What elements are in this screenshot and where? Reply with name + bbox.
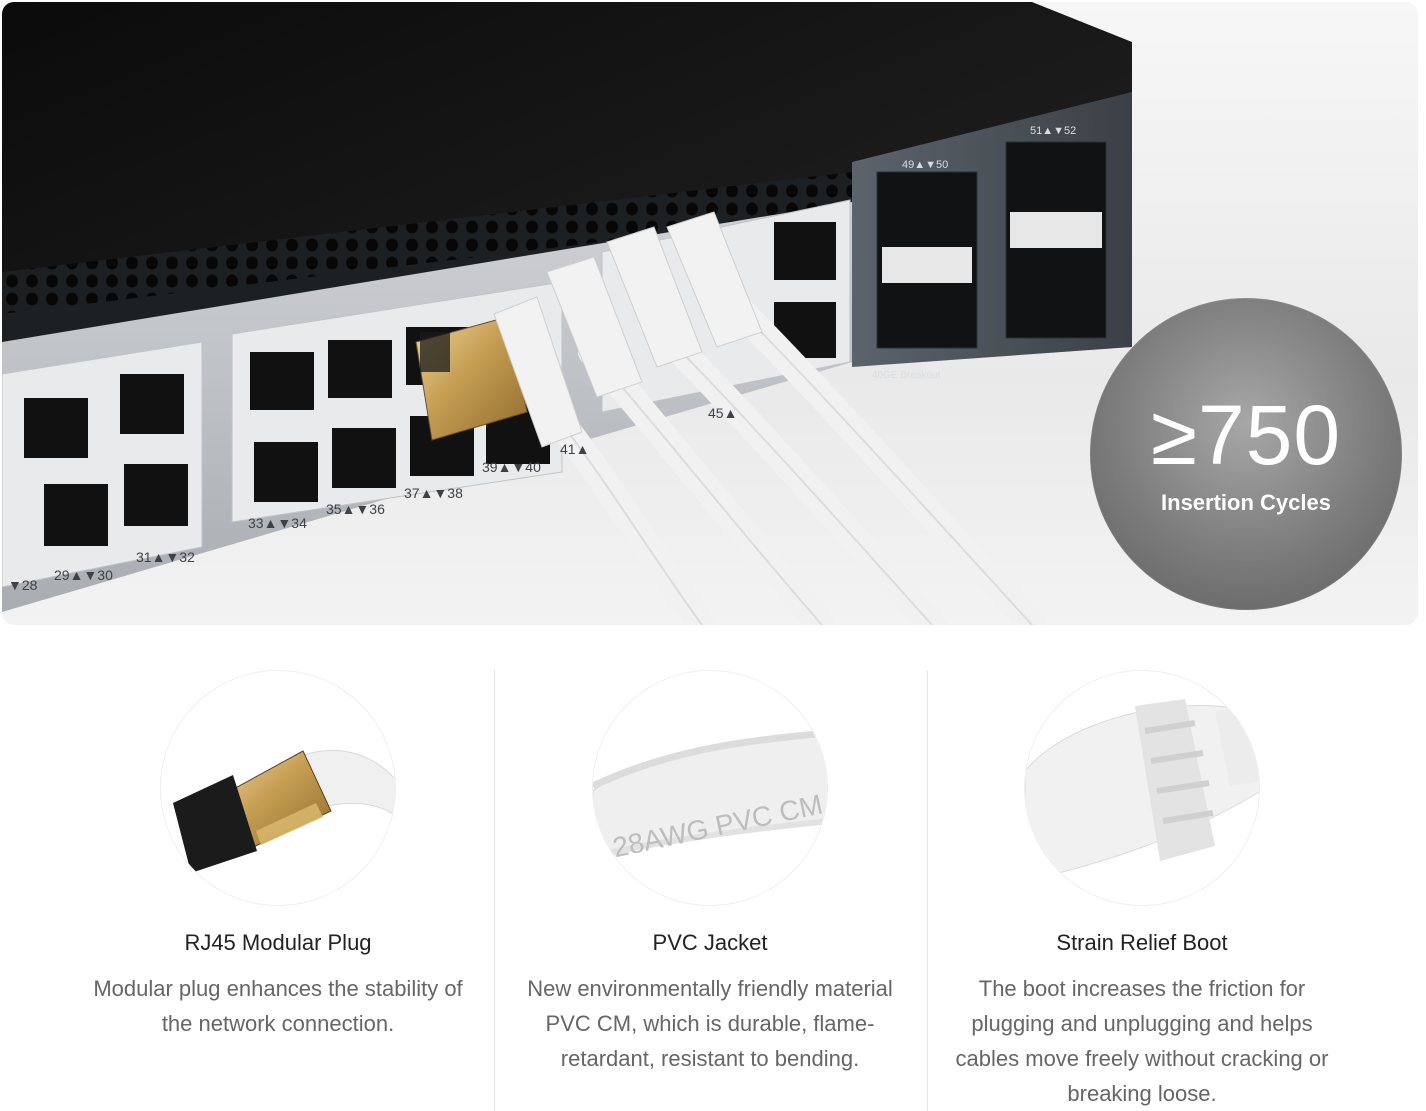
feature-divider [494,670,495,1111]
port-label-29-30: 29▲▼30 [54,567,113,583]
strain-relief-boot-image [1024,670,1260,906]
port-label-41: 41▲ [560,441,589,457]
network-switch-photo: ▼28 29▲▼30 31▲▼32 33▲▼34 35▲▼36 37▲▼38 3… [2,2,1132,625]
port-label-28: ▼28 [8,577,38,593]
gold-rj45-plug [415,316,528,441]
port-labels: ▼28 29▲▼30 31▲▼32 33▲▼34 35▲▼36 37▲▼38 3… [8,125,1076,593]
feature-description: The boot increases the friction for plug… [955,976,1329,1106]
port-label-35-36: 35▲▼36 [326,501,385,517]
port-label-33-34: 33▲▼34 [248,515,307,531]
feature-title: RJ45 Modular Plug [184,930,372,955]
feature-divider [927,670,928,1111]
feature-title: Strain Relief Boot [1056,930,1228,955]
cable-boots [493,211,763,448]
rj45-plug-image [160,670,396,906]
port-label-45: 45▲ [708,405,737,421]
hero-image: ▼28 29▲▼30 31▲▼32 33▲▼34 35▲▼36 37▲▼38 3… [2,2,1418,625]
insertion-cycles-badge: ≥750 Insertion Cycles [1090,298,1402,610]
rj45-plug-illustration [161,671,395,905]
port-label-37-38: 37▲▼38 [404,485,463,501]
port-label-31-32: 31▲▼32 [136,549,195,565]
breakout-label: 40GE Breakout [872,370,941,381]
strain-relief-boot-illustration [1025,671,1259,905]
feature-title: PVC Jacket [652,930,768,955]
qsfp-label-51-52: 51▲▼52 [1030,125,1076,137]
rj45-port-block-left [2,341,203,588]
qsfp-ports [876,141,1107,349]
badge-label: Insertion Cycles [1161,490,1331,515]
feature-pvc-jacket: 28AWG PVC CM PVC Jacket New environmenta… [494,670,926,1111]
feature-description: Modular plug enhances the stability of t… [93,976,463,1036]
pvc-jacket-illustration: 28AWG PVC CM [593,671,827,905]
feature-strain-relief-boot: Strain Relief Boot The boot increases th… [926,670,1358,1111]
badge-value: ≥750 [1150,388,1342,482]
pvc-jacket-image: 28AWG PVC CM [592,670,828,906]
feature-description: New environmentally friendly material PV… [527,976,893,1071]
feature-rj45-plug: RJ45 Modular Plug Modular plug enhances … [62,670,494,1111]
qsfp-label-49-50: 49▲▼50 [902,159,948,171]
port-label-39-40: 39▲▼40 [482,459,541,475]
features-section: RJ45 Modular Plug Modular plug enhances … [62,670,1360,1111]
